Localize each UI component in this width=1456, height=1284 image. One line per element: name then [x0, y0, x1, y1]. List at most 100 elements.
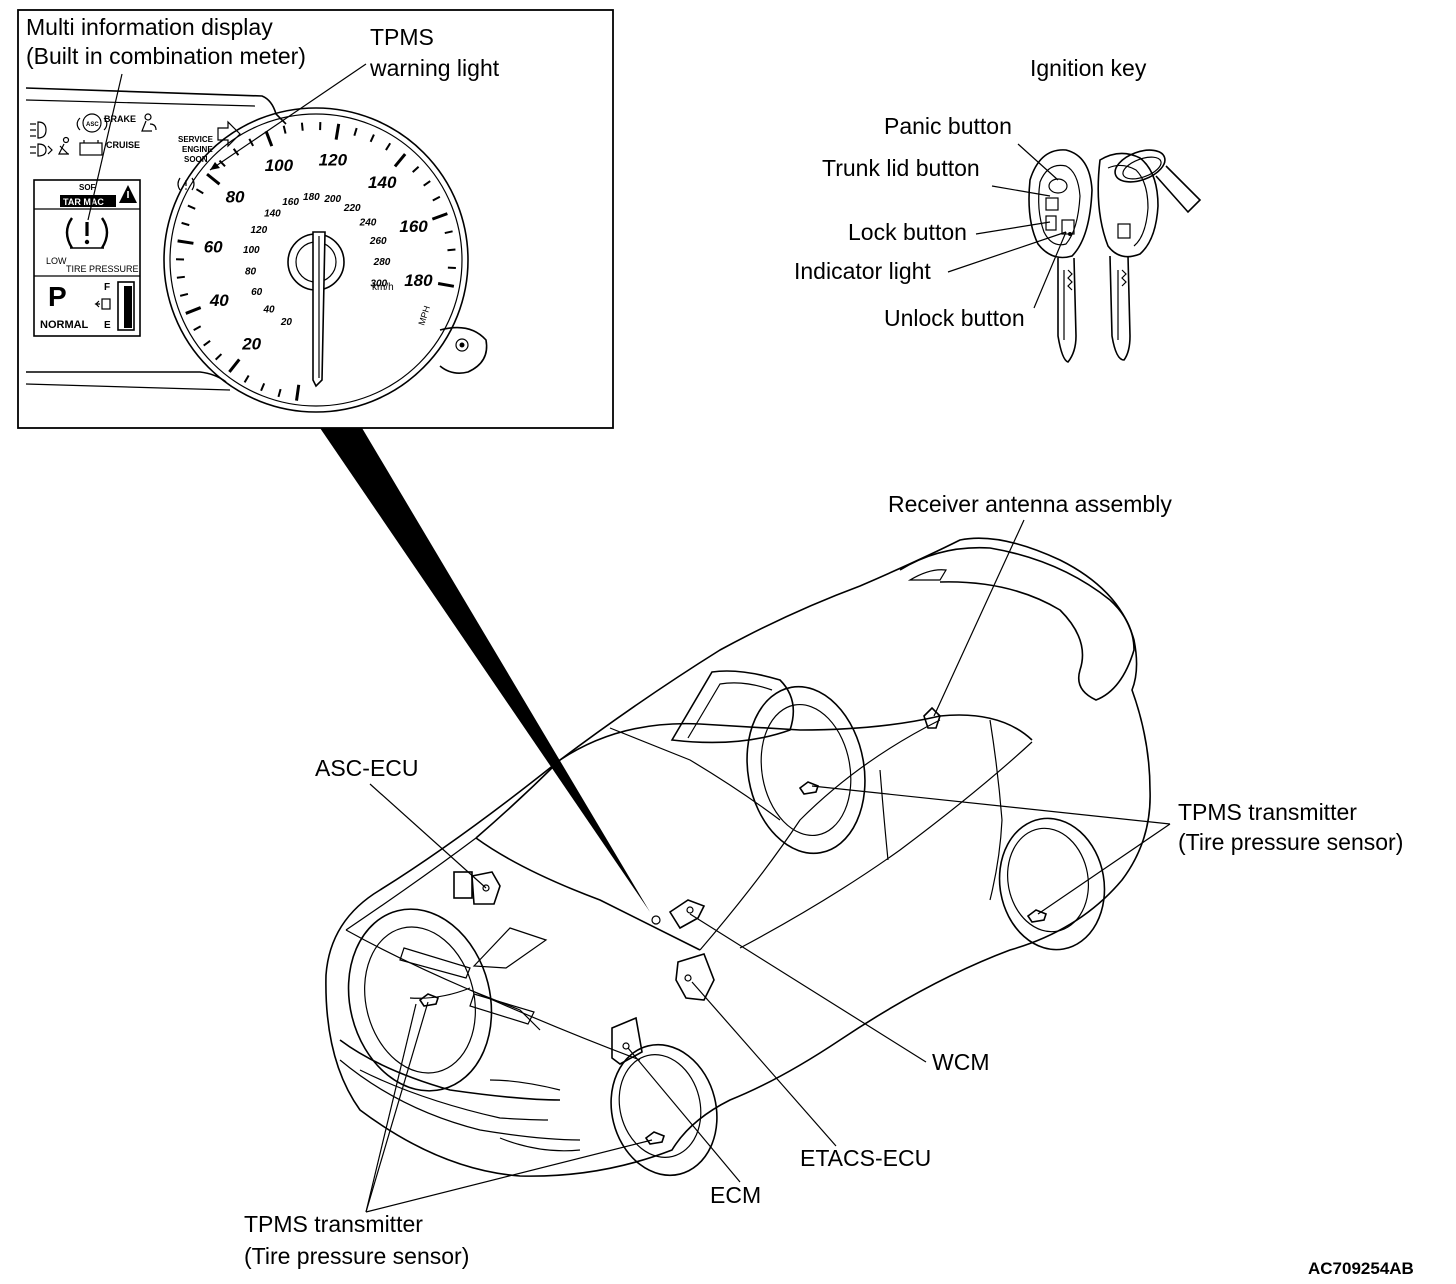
- trunk-lid-button-leader: [991, 185, 1051, 197]
- tpms-transmitter-front-left: [418, 993, 439, 1007]
- tpms-warning-light-label-line2: warning light: [369, 55, 500, 81]
- mph-scale-label: 100: [265, 156, 294, 175]
- gear-position: P: [48, 281, 67, 312]
- figure-code: AC709254AB: [1308, 1259, 1414, 1278]
- mph-tick-mark: [203, 340, 211, 347]
- tpms-warning-light-leader-line: [209, 63, 367, 171]
- ecm-leader: [627, 1047, 741, 1183]
- kmh-scale-label: 120: [250, 225, 267, 236]
- rear-left-wheel: [746, 685, 866, 855]
- service-engine-soon-line3: SOON: [184, 155, 208, 164]
- service-engine-soon-line2: ENGINE: [182, 145, 213, 154]
- mph-tick-mark: [282, 125, 287, 134]
- kmh-scale-label: 160: [282, 197, 299, 208]
- front-left-wheel: [347, 908, 493, 1092]
- tpms-transmitter-left-label-line1: TPMS transmitter: [244, 1211, 423, 1237]
- unlock-button-label: Unlock button: [884, 305, 1025, 331]
- mph-tick-mark: [187, 204, 196, 210]
- mph-tick-mark: [369, 134, 375, 143]
- mph-scale-label: 160: [399, 217, 428, 236]
- panic-button-label: Panic button: [884, 113, 1012, 139]
- tpms-warning-light-dash-point: [651, 915, 661, 925]
- combination-meter-inset: ASC BRAKE CRUISE SERVICE ENGINE SOON: [17, 9, 614, 429]
- kmh-unit-label: km/h: [372, 282, 394, 293]
- svg-text:ASC: ASC: [86, 122, 99, 128]
- etacs-ecu-component: [675, 953, 715, 1001]
- headlight-icon: [30, 143, 53, 157]
- mph-tick-mark: [444, 230, 453, 235]
- tire-pressure-label: TIRE PRESSURE: [66, 264, 139, 274]
- kmh-scale-label: 60: [251, 287, 263, 298]
- kmh-scale-label: 100: [243, 245, 260, 256]
- turn-signal-arrow-icon: [217, 120, 241, 148]
- mph-tick-mark: [264, 130, 274, 147]
- etacs-ecu-leader: [691, 981, 837, 1147]
- mode-label-line2: TAR MAC: [63, 197, 104, 207]
- panic-button-leader: [1017, 143, 1059, 181]
- receiver-antenna-leader: [933, 519, 1025, 717]
- mph-tick-mark: [181, 221, 190, 227]
- kmh-scale-label: 200: [323, 194, 341, 205]
- mph-tick-mark: [334, 123, 341, 140]
- mph-tick-mark: [243, 375, 250, 383]
- fog-light-icon: [30, 121, 47, 139]
- tpms-transmitter-front-right: [644, 1131, 665, 1145]
- trunk-lid-button-label: Trunk lid button: [822, 155, 980, 181]
- mph-scale-label: 60: [204, 237, 223, 256]
- mph-tick-mark: [447, 248, 456, 252]
- asc-ecu-label: ASC-ECU: [315, 755, 419, 781]
- fuel-full-label: F: [104, 282, 110, 293]
- fuel-empty-label: E: [104, 320, 111, 331]
- drive-mode: NORMAL: [40, 319, 89, 331]
- mph-scale-label: 140: [368, 173, 397, 192]
- rear-right-wheel: [998, 817, 1106, 951]
- mph-tick-marks: [176, 122, 456, 401]
- mph-tick-mark: [385, 142, 392, 151]
- kmh-scale-label: 140: [264, 208, 281, 219]
- multi-information-display-label-line2: (Built in combination meter): [26, 43, 306, 69]
- mph-scale-label: 180: [404, 271, 433, 290]
- seatbelt-icon: [58, 136, 70, 155]
- wcm-leader: [689, 913, 927, 1063]
- mph-tick-mark: [432, 195, 441, 202]
- tpms-transmitter-left-label-line2: (Tire pressure sensor): [244, 1243, 469, 1269]
- cruise-label: CRUISE: [106, 140, 140, 150]
- kmh-scale-label: 180: [303, 192, 320, 203]
- lock-button-label: Lock button: [848, 219, 967, 245]
- ignition-key-title: Ignition key: [1030, 55, 1147, 81]
- mph-tick-mark: [218, 159, 226, 168]
- fuel-pump-icon: [94, 298, 111, 310]
- mph-tick-mark: [295, 384, 301, 401]
- mph-scale-label: 120: [319, 150, 348, 169]
- mph-tick-mark: [177, 239, 194, 245]
- mph-tick-mark: [193, 325, 202, 331]
- tpms-right-leader-rear-right: [1037, 823, 1171, 915]
- service-engine-soon-line1: SERVICE: [178, 135, 214, 144]
- kmh-scale-label: 300: [370, 278, 387, 289]
- tpms-warning-light-label-line1: TPMS: [370, 24, 434, 50]
- multi-information-display: SOF TAR MAC LOW TIRE PRESSURE P NORMAL F…: [33, 179, 141, 337]
- asc-ecu-component: [453, 871, 501, 905]
- inset-pointer-wedge: [320, 428, 650, 912]
- mid-leader-line: [87, 73, 123, 221]
- tpms-transmitter-right-label-line2: (Tire pressure sensor): [1178, 829, 1403, 855]
- kmh-scale-label: 220: [343, 203, 361, 214]
- mph-tick-mark: [277, 388, 282, 398]
- mph-tick-mark: [195, 188, 204, 195]
- indicator-light-label: Indicator light: [794, 258, 931, 284]
- warning-triangle-icon: [119, 185, 137, 203]
- mph-tick-mark: [214, 353, 223, 361]
- receiver-antenna-component: [923, 706, 941, 729]
- lock-button-leader: [975, 221, 1051, 235]
- mph-scale-label: 40: [209, 291, 229, 310]
- etacs-ecu-label: ETACS-ECU: [800, 1145, 931, 1171]
- tpms-right-leader-rear-left: [811, 785, 1171, 825]
- unlock-button-leader: [1033, 231, 1067, 309]
- kmh-scale-label: 20: [280, 317, 293, 328]
- tpms-left-leader-front-left-2: [365, 1003, 417, 1213]
- kmh-scale-label: 260: [369, 236, 387, 247]
- mph-tick-mark: [185, 306, 202, 315]
- mph-tick-mark: [300, 122, 304, 131]
